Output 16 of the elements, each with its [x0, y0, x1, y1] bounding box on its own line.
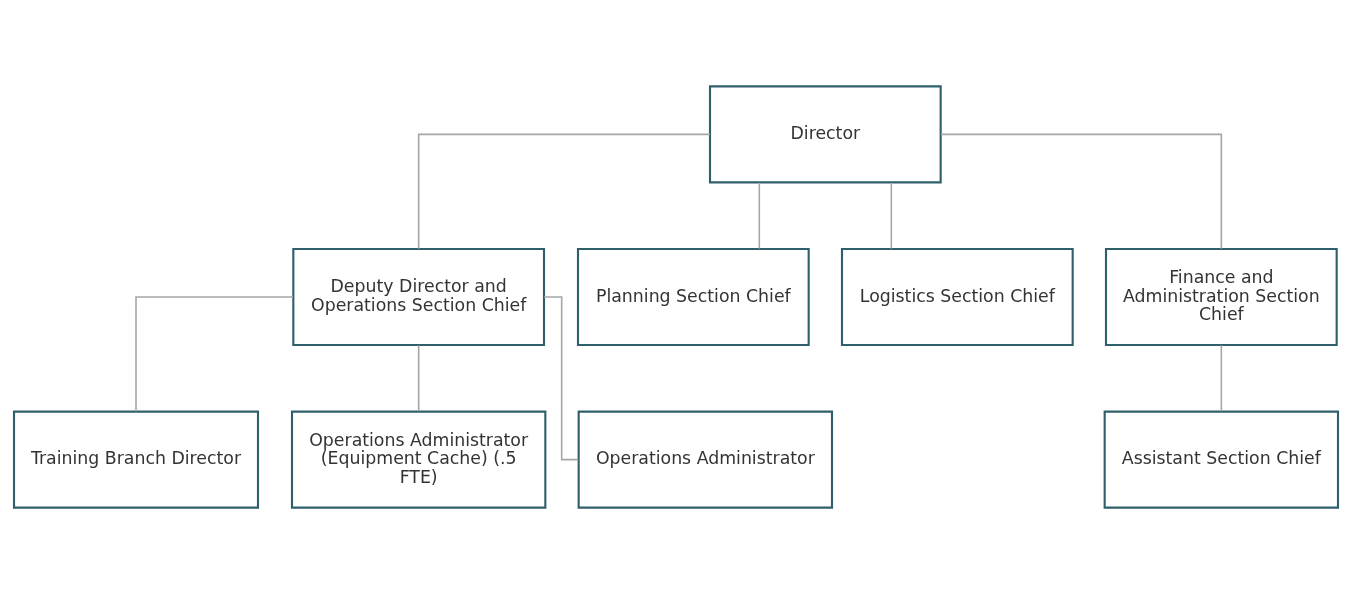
node-box: Director [708, 85, 942, 184]
node-box: Logistics Section Chief [840, 247, 1074, 347]
node-box: Planning Section Chief [576, 247, 810, 347]
connector [135, 296, 294, 413]
connector [417, 133, 711, 250]
node-box: Finance and Administration Section Chief [1104, 247, 1338, 347]
node-box: Deputy Director and Operations Section Chief [292, 247, 546, 347]
connector [1220, 344, 1223, 412]
node-box: Assistant Section Chief [1103, 410, 1340, 509]
connector [940, 133, 1223, 250]
node-box: Operations Administrator [577, 410, 834, 509]
node-box: Operations Administrator (Equipment Cache) (.5 FTE) [290, 410, 547, 509]
connector [417, 344, 420, 412]
connector [758, 181, 761, 250]
node-box: Training Branch Director [12, 410, 260, 509]
connector [890, 181, 893, 250]
